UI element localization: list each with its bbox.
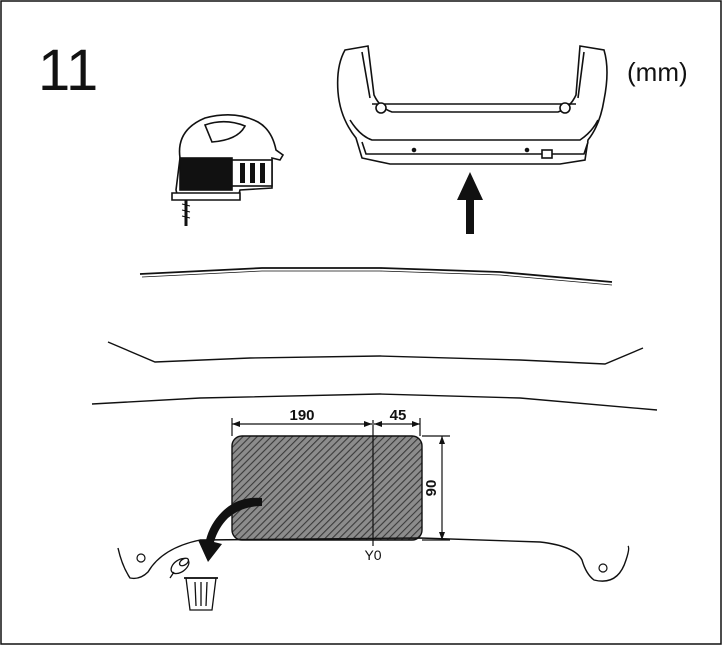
unit-label: (mm) [627, 57, 688, 87]
step-number: 11 [38, 38, 98, 103]
dimension-label-190: 190 [289, 407, 314, 424]
mount-hole-left [136, 553, 146, 563]
jigsaw-icon [171, 114, 285, 226]
bumper-bottom-edge [117, 537, 630, 582]
section-line-middle [107, 341, 644, 365]
section-line-lower [91, 393, 658, 411]
plug-cap-icon [169, 557, 190, 579]
dimension-width-left [231, 418, 372, 436]
trash-bin-icon [184, 577, 218, 611]
cutout-area [231, 435, 423, 541]
dimension-height [422, 435, 450, 541]
section-line-top [139, 267, 613, 283]
section-line-top-inner [141, 270, 613, 286]
mount-hole-right [598, 563, 608, 573]
discard-arrow-icon [198, 497, 262, 562]
reference-line-label: Y0 [364, 547, 381, 563]
dimension-label-90: 90 [423, 480, 440, 497]
bumper-illustration [336, 45, 608, 165]
dimension-width-right [374, 418, 421, 436]
dimension-label-45: 45 [390, 407, 407, 424]
up-arrow-icon [457, 172, 483, 234]
